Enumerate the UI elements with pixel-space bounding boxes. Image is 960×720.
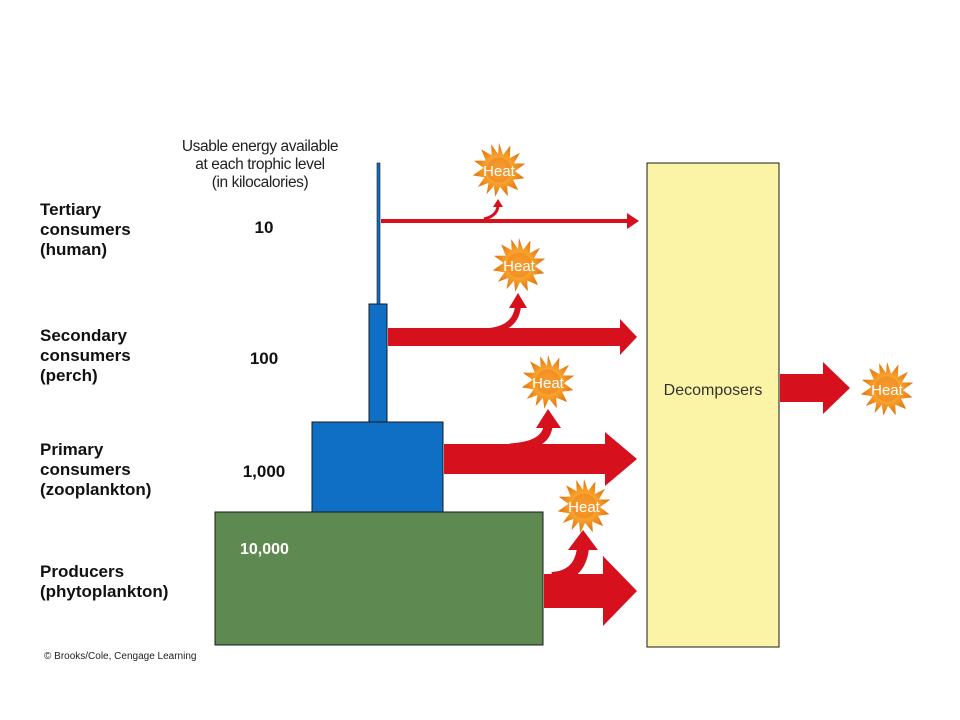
tertiary-consumers-block xyxy=(376,162,381,305)
svg-text:Heat: Heat xyxy=(503,258,536,275)
energy-value-tertiary: 10 xyxy=(254,218,274,237)
svg-text:Heat: Heat xyxy=(871,382,904,399)
decomposers-box xyxy=(646,162,780,648)
heat-burst-secondary: Heat xyxy=(492,237,546,292)
primary-consumers-block xyxy=(311,421,444,513)
energy-flow-arrow-primary xyxy=(444,409,637,486)
level-label-tertiary: Tertiary consumers (human) xyxy=(40,200,131,259)
svg-text:Heat: Heat xyxy=(483,163,516,180)
decomposers-label: Decomposers xyxy=(664,382,763,399)
energy-value-secondary: 100 xyxy=(249,349,279,368)
heat-burst-primary: Heat xyxy=(521,354,575,409)
axis-title: Usable energy available at each trophic … xyxy=(181,138,339,191)
energy-value-primary: 1,000 xyxy=(242,462,286,481)
energy-flow-arrow-secondary xyxy=(388,293,637,355)
copyright-notice: © Brooks/Cole, Cengage Learning xyxy=(44,651,197,662)
svg-text:Heat: Heat xyxy=(568,499,601,516)
energy-flow-arrow-producers xyxy=(544,530,637,626)
heat-burst-producers: Heat xyxy=(557,478,611,533)
decomposers-heat-arrow xyxy=(780,362,850,414)
secondary-consumers-block xyxy=(368,303,388,423)
level-label-secondary: Secondary consumers (perch) xyxy=(40,326,131,385)
svg-text:Heat: Heat xyxy=(532,375,565,392)
producers-block xyxy=(214,511,544,646)
level-label-primary: Primary consumers (zooplankton) xyxy=(40,440,152,499)
energy-value-producers: 10,000 xyxy=(240,541,289,558)
heat-burst-tertiary: Heat xyxy=(472,142,526,197)
level-label-producers: Producers (phytoplankton) xyxy=(40,562,169,601)
heat-burst-decomposers: Heat xyxy=(860,361,914,416)
energy-flow-arrow-tertiary xyxy=(381,199,639,229)
